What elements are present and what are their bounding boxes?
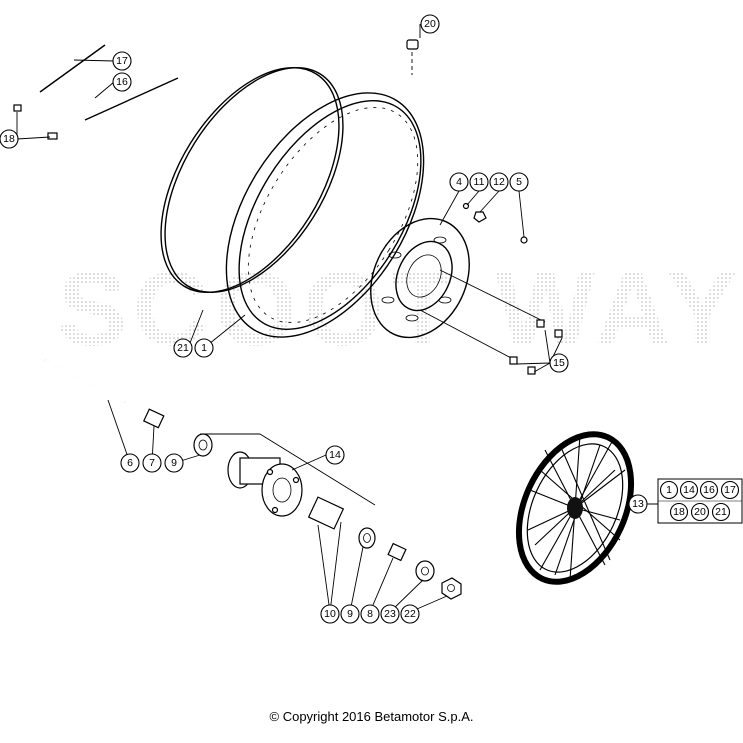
svg-text:8: 8 <box>367 608 373 620</box>
watermark-line-1: SCOOT WAY <box>57 251 743 368</box>
svg-text:20: 20 <box>424 18 436 30</box>
callout-12: 12 <box>489 172 509 192</box>
svg-text:18: 18 <box>3 133 15 145</box>
svg-text:18: 18 <box>673 506 685 518</box>
spoke-nipple-part <box>47 132 58 140</box>
callout-16: 16 <box>112 72 132 92</box>
svg-text:7: 7 <box>149 457 155 469</box>
svg-text:17: 17 <box>116 55 128 67</box>
svg-text:4: 4 <box>456 176 462 188</box>
svg-text:14: 14 <box>683 484 695 496</box>
svg-text:16: 16 <box>703 484 715 496</box>
spacer-right-part <box>387 542 407 562</box>
copyright-notice: © Copyright 2016 Betamotor S.p.A. <box>269 709 474 724</box>
callout-14: 14 <box>325 445 345 465</box>
svg-text:5: 5 <box>516 176 522 188</box>
spacer-part <box>142 408 165 429</box>
rim-part <box>225 92 425 338</box>
axle-part <box>44 359 126 403</box>
svg-text:21: 21 <box>715 506 727 518</box>
callout-20: 20 <box>420 14 440 34</box>
svg-text:11: 11 <box>474 176 485 188</box>
svg-text:9: 9 <box>347 608 353 620</box>
callout-5: 5 <box>509 172 529 192</box>
spoke-parts <box>13 44 179 140</box>
svg-text:15: 15 <box>553 357 565 369</box>
svg-text:22: 22 <box>404 608 416 620</box>
callout-13: 13 <box>628 494 648 514</box>
kit-item-16: 16 <box>699 480 719 500</box>
bearing-left-part <box>193 433 213 457</box>
svg-text:23: 23 <box>384 608 396 620</box>
svg-text:10: 10 <box>324 608 336 620</box>
nut-part <box>441 577 462 600</box>
svg-text:6: 6 <box>127 457 133 469</box>
kit-item-21: 21 <box>711 502 731 522</box>
spoke-nipple-part <box>13 104 22 112</box>
valve-cap-part <box>406 39 419 75</box>
inner-spacer-part <box>307 496 345 530</box>
kit-item-17: 17 <box>720 480 740 500</box>
kit-item-14: 14 <box>679 480 699 500</box>
kit-item-18: 18 <box>669 502 689 522</box>
svg-text:20: 20 <box>694 506 706 518</box>
complete-wheel-part <box>515 431 635 585</box>
kit-item-20: 20 <box>690 502 710 522</box>
leader-lines <box>16 24 658 613</box>
svg-text:17: 17 <box>724 484 736 496</box>
callout-23: 23 <box>380 604 400 624</box>
svg-text:1: 1 <box>666 484 672 496</box>
callout-11: 11 <box>469 172 489 192</box>
callout-8: 8 <box>360 604 380 624</box>
callout-18: 18 <box>0 129 19 149</box>
svg-text:9: 9 <box>171 457 177 469</box>
callout-17: 17 <box>112 51 132 71</box>
callout-1: 1 <box>194 338 214 358</box>
callout-15: 15 <box>549 353 569 373</box>
washer-part <box>415 560 435 582</box>
svg-text:14: 14 <box>329 449 341 461</box>
svg-text:1: 1 <box>201 342 207 354</box>
svg-text:21: 21 <box>177 342 189 354</box>
disc-fasteners <box>462 202 528 244</box>
kit-box: 1 14 16 17 18 20 21 <box>657 478 743 524</box>
callout-4: 4 <box>449 172 469 192</box>
bearing-right-part <box>358 527 376 549</box>
svg-text:12: 12 <box>493 176 505 188</box>
callout-9-right: 9 <box>340 604 360 624</box>
svg-text:16: 16 <box>116 76 128 88</box>
disc-bolt-parts <box>419 269 563 375</box>
callout-7: 7 <box>142 453 162 473</box>
callout-10: 10 <box>320 604 340 624</box>
callout-6: 6 <box>120 453 140 473</box>
callout-9-left: 9 <box>164 453 184 473</box>
rim-band-part <box>160 66 344 294</box>
svg-text:13: 13 <box>632 498 644 510</box>
brake-disc-part <box>370 217 470 339</box>
callout-21: 21 <box>173 338 193 358</box>
callout-22: 22 <box>400 604 420 624</box>
kit-item-1: 1 <box>659 480 679 500</box>
hub-part <box>227 451 303 517</box>
watermark: SCOOT WAY <box>57 251 743 368</box>
